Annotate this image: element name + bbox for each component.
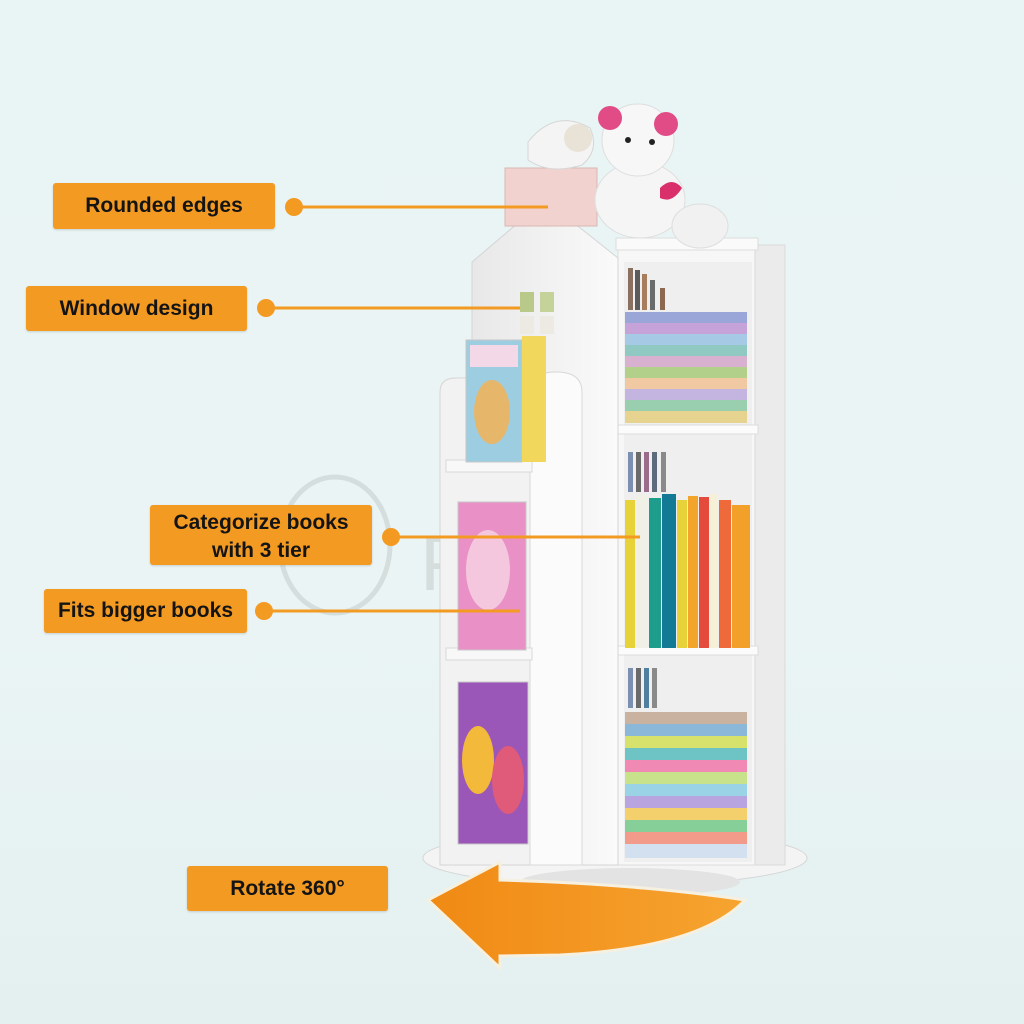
label-categorize-line2: with 3 tier	[211, 539, 311, 562]
label-rounded-edges: Rounded edges	[53, 183, 275, 229]
callout-connectors	[255, 198, 640, 620]
label-rounded-edges-text: Rounded edges	[85, 194, 243, 217]
label-fits-bigger-books: Fits bigger books	[44, 589, 247, 633]
window-pane	[520, 316, 534, 334]
books-middle-tier	[625, 452, 750, 648]
callout-dot-icon	[285, 198, 303, 216]
label-window-design: Window design	[26, 286, 247, 331]
callout-dot-icon	[382, 528, 400, 546]
label-categorize-line1: Categorize books	[173, 511, 349, 534]
window-pane	[540, 316, 554, 334]
books-top-tier	[625, 268, 747, 423]
callout-dot-icon	[255, 602, 273, 620]
callout-dot-icon	[257, 299, 275, 317]
label-rotate-360: Rotate 360°	[187, 866, 388, 911]
picture-books	[457, 336, 546, 845]
label-rotate-text: Rotate 360°	[230, 877, 345, 900]
books-bottom-tier	[625, 668, 747, 858]
label-fits-bigger-text: Fits bigger books	[57, 599, 233, 622]
window-pane	[520, 292, 534, 312]
rotation-arrow-icon	[425, 859, 749, 972]
label-categorize-books: Categorize books with 3 tier	[150, 505, 372, 565]
window-pane	[540, 292, 554, 312]
teddy-bear-decoration	[504, 103, 729, 249]
label-window-design-text: Window design	[59, 297, 214, 320]
